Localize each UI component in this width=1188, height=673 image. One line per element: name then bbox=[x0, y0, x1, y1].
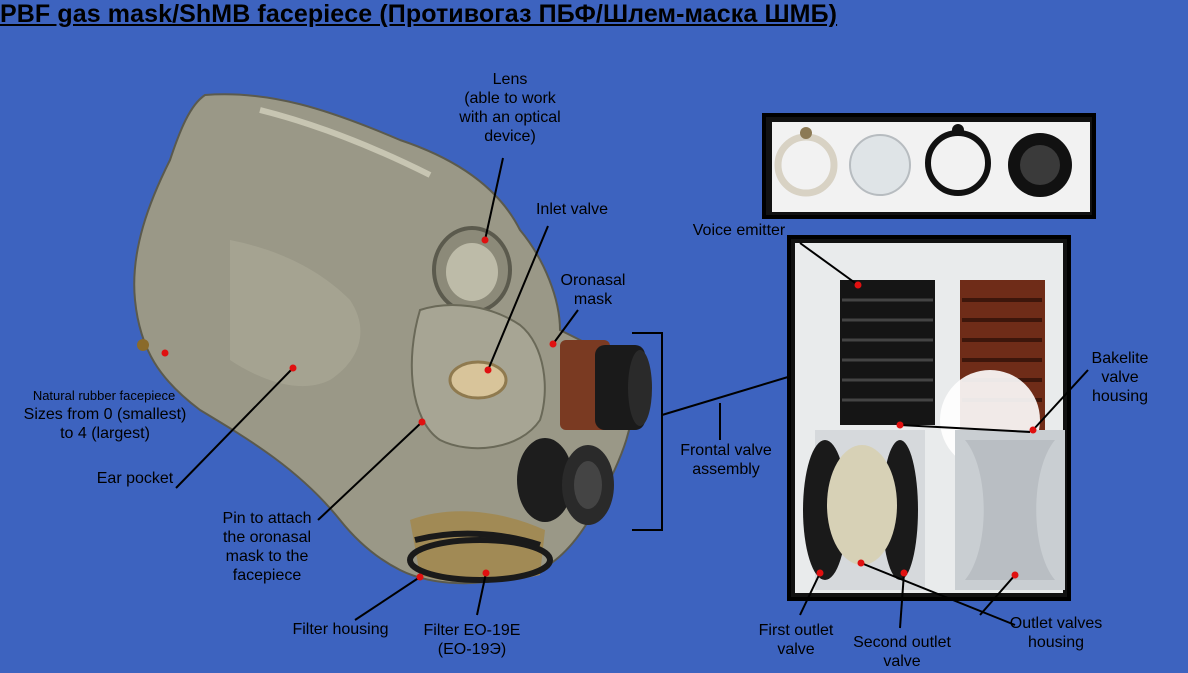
label-second-outlet: Second outlet valve bbox=[853, 634, 951, 670]
valve-assembly-photo bbox=[787, 235, 1071, 601]
leader-lines bbox=[175, 157, 1089, 629]
label-natural-rubber: Natural rubber facepiece bbox=[32, 388, 176, 403]
label-filter-housing: Filter housing bbox=[292, 621, 389, 638]
label-outlet-housing: Outlet valves housing bbox=[1009, 615, 1103, 651]
label-oronasal-mask: Oronasal mask bbox=[560, 272, 626, 308]
label-lens: Lens (able to work with an optical devic… bbox=[459, 71, 561, 145]
label-ear-pocket: Ear pocket bbox=[96, 470, 174, 487]
label-bakelite: Bakelite valve housing bbox=[1091, 350, 1149, 405]
page-title: PBF gas mask/ShMB facepiece (Противогаз … bbox=[0, 0, 838, 28]
label-sizes: Sizes from 0 (smallest) to 4 (largest) bbox=[23, 406, 187, 442]
label-filter: Filter EO-19E (ЕО-19Э) bbox=[423, 622, 521, 658]
label-pin: Pin to attach the oronasal mask to the f… bbox=[222, 510, 312, 584]
label-first-outlet: First outlet valve bbox=[758, 622, 834, 658]
label-inlet-valve: Inlet valve bbox=[535, 201, 609, 218]
facepiece-photo bbox=[133, 93, 652, 585]
label-frontal-valve: Frontal valve assembly bbox=[680, 442, 772, 478]
markers bbox=[161, 236, 1037, 581]
valve-parts-photo bbox=[762, 113, 1096, 219]
label-voice-emitter: Voice emitter bbox=[692, 222, 786, 239]
